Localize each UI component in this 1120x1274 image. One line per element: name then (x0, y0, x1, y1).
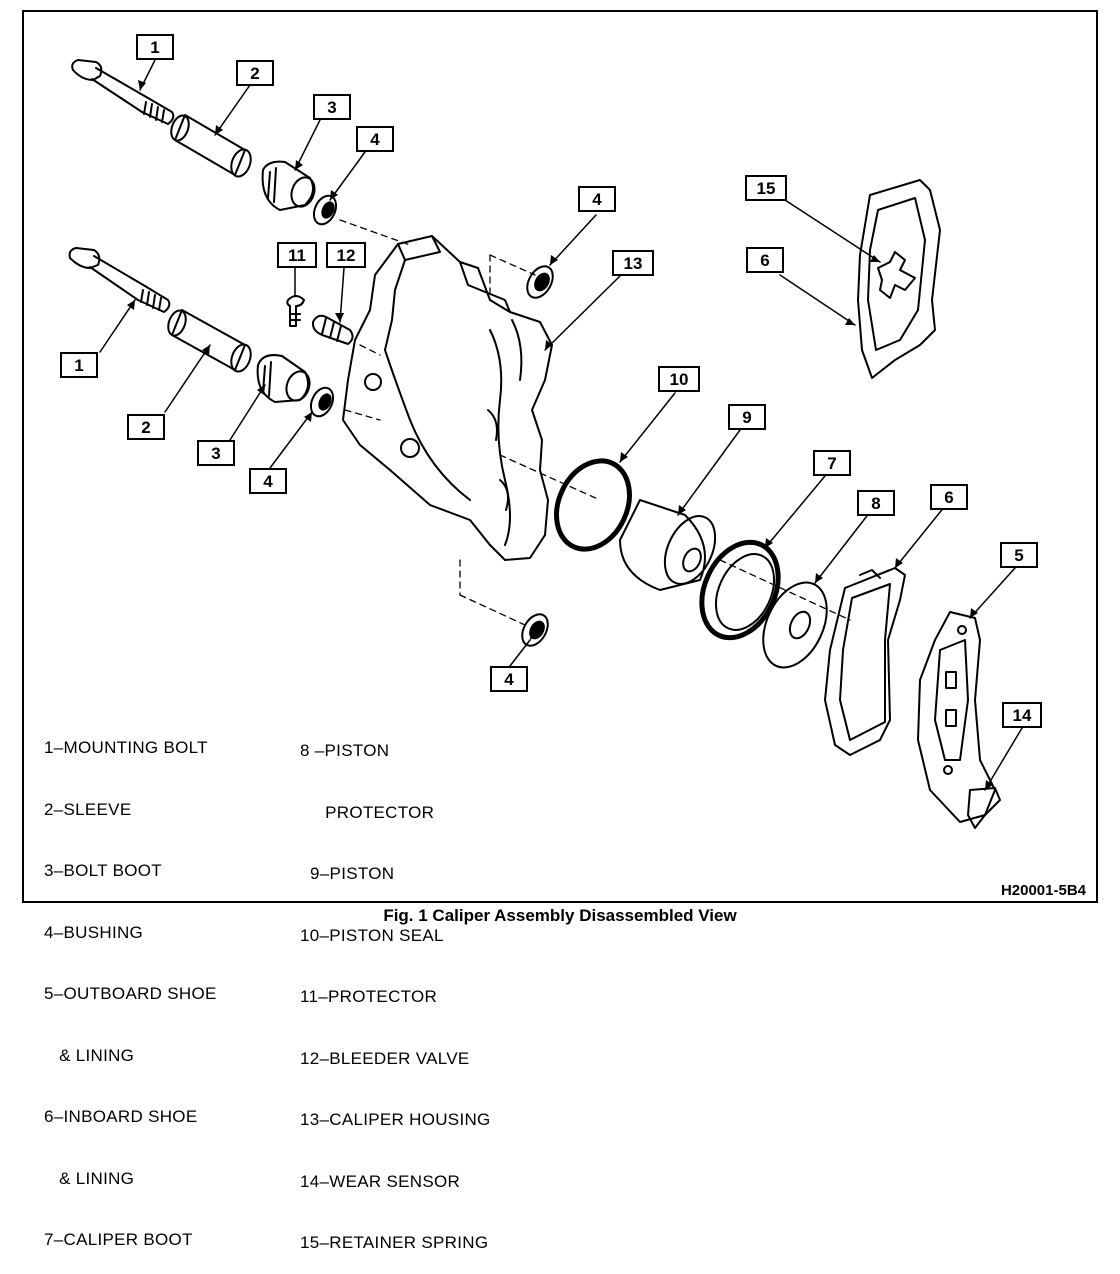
legend-item: 1–MOUNTING BOLT (44, 738, 208, 757)
assembly-axis-lines (339, 219, 851, 626)
figure-reference-code: H20001-5B4 (1000, 882, 1086, 899)
diagram-frame (22, 10, 1098, 903)
callout-15: 15 (745, 175, 787, 201)
callout-4-lower: 4 (249, 468, 287, 494)
legend-item: 10–PISTON SEAL (300, 925, 444, 945)
bushing-right-upper (526, 265, 554, 299)
callout-9: 9 (728, 404, 766, 430)
legend-item: & LINING (44, 1168, 135, 1188)
piston-protector (762, 581, 828, 669)
caliper-housing (342, 235, 553, 561)
callout-4-upper: 4 (356, 126, 394, 152)
inboard-shoe-upper (857, 179, 941, 379)
callout-6-upper: 6 (746, 247, 784, 273)
legend-item: 5–OUTBOARD SHOE (44, 984, 217, 1003)
callout-1-lower: 1 (60, 352, 98, 378)
bushing-right-lower (521, 613, 549, 647)
callout-14: 14 (1002, 702, 1042, 728)
legend-item: 15–RETAINER SPRING (300, 1233, 489, 1252)
mounting-bolt-lower (68, 247, 171, 313)
leader-arrowheads (127, 80, 993, 790)
legend-item: 3–BOLT BOOT (44, 861, 162, 880)
caliper-boot (699, 539, 781, 641)
callout-1-upper: 1 (136, 34, 174, 60)
legend-item: 9–PISTON (300, 864, 395, 883)
bushing-upper (312, 194, 338, 226)
legend-item: 14–WEAR SENSOR (300, 1171, 461, 1191)
parts-legend-left: 1–MOUNTING BOLT 2–SLEEVE 3–BOLT BOOT 4–B… (44, 697, 217, 1271)
exploded-view-drawing (68, 59, 1023, 829)
wear-sensor (967, 787, 1001, 829)
callout-4-bottom: 4 (490, 666, 528, 692)
legend-item: 7–CALIPER BOOT (44, 1230, 193, 1249)
retainer-spring (877, 251, 916, 299)
piston-seal (554, 458, 632, 552)
legend-item: 11–PROTECTOR (300, 987, 438, 1006)
callout-6-lower: 6 (930, 484, 968, 510)
bushing-lower (309, 386, 335, 418)
legend-item: 13–CALIPER HOUSING (300, 1110, 491, 1129)
callout-3-lower: 3 (197, 440, 235, 466)
callout-12: 12 (326, 242, 366, 268)
sleeve-lower (167, 309, 252, 373)
callout-7: 7 (813, 450, 851, 476)
legend-item: & LINING (44, 1045, 135, 1065)
legend-item: PROTECTOR (300, 802, 435, 822)
protector-part (286, 295, 305, 327)
bleeder-valve-part (311, 314, 354, 345)
callout-13: 13 (612, 250, 654, 276)
outboard-shoe (917, 611, 996, 823)
callout-10: 10 (658, 366, 700, 392)
mounting-bolt-upper (71, 59, 175, 125)
callout-2-lower: 2 (127, 414, 165, 440)
callout-2-upper: 2 (236, 60, 274, 86)
bolt-boot-upper (261, 160, 316, 211)
callout-8: 8 (857, 490, 895, 516)
legend-item: 6–INBOARD SHOE (44, 1107, 198, 1126)
legend-item: 4–BUSHING (44, 922, 144, 942)
callout-5: 5 (1000, 542, 1038, 568)
figure-caption: Fig. 1 Caliper Assembly Disassembled Vie… (383, 906, 737, 925)
inboard-shoe-lower (824, 567, 906, 756)
callout-4-right-upper: 4 (578, 186, 616, 212)
callout-11: 11 (277, 242, 317, 268)
piston (619, 499, 717, 591)
legend-item: 2–SLEEVE (44, 799, 132, 819)
parts-legend-right: 8 –PISTON PROTECTOR 9–PISTON 10–PISTON S… (300, 700, 491, 1274)
legend-item: 12–BLEEDER VALVE (300, 1048, 470, 1068)
legend-item: 8 –PISTON (300, 741, 390, 760)
bolt-boot-lower (256, 354, 311, 403)
sleeve-upper (170, 114, 252, 178)
callout-3-upper: 3 (313, 94, 351, 120)
leader-lines (99, 59, 1023, 791)
